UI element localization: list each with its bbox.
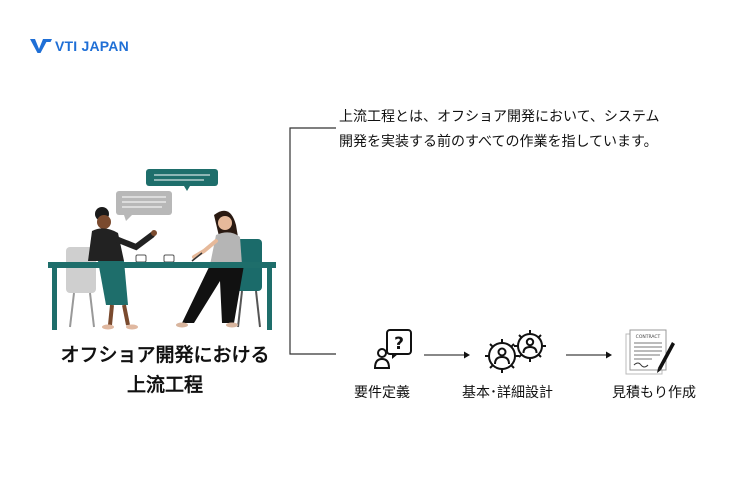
arrow-right-icon <box>424 351 470 359</box>
speech-bubble-teal-icon <box>146 169 218 191</box>
speech-bubble-gray-icon <box>116 191 172 221</box>
woman-right-icon <box>176 210 244 328</box>
vti-logo-mark-icon <box>30 39 52 53</box>
step-label-estimate: 見積もり作成 <box>612 385 696 401</box>
step-label-design: 基本･詳細設計 <box>462 385 553 401</box>
logo-text: VTI JAPAN <box>55 38 129 54</box>
bracket-connector <box>289 127 336 355</box>
woman-left-icon <box>88 207 157 330</box>
svg-text:?: ? <box>394 334 404 354</box>
description-line1: 上流工程とは、オフショア開発において、システム <box>339 109 660 125</box>
vti-japan-logo: VTI JAPAN <box>30 38 129 54</box>
contract-text: CONTRACT <box>636 334 661 340</box>
description: 上流工程とは、オフショア開発において、システム 開発を実装する前のすべての作業を… <box>339 105 659 155</box>
step-label-requirements: 要件定義 <box>354 385 410 401</box>
meeting-table-icon <box>48 262 276 330</box>
main-title-line2: 上流工程 <box>126 374 203 396</box>
description-line2: 開発を実装する前のすべての作業を指しています。 <box>339 134 658 150</box>
main-title-line1: オフショア開発における <box>60 344 270 366</box>
arrow-right-icon <box>566 351 612 359</box>
person-question-icon: ? <box>373 329 412 369</box>
contract-pen-icon: CONTRACT <box>625 329 675 375</box>
meeting-illustration <box>48 169 276 330</box>
main-title: オフショア開発における 上流工程 <box>40 340 290 400</box>
people-gears-icon <box>485 330 546 373</box>
cups-icon <box>135 252 203 263</box>
